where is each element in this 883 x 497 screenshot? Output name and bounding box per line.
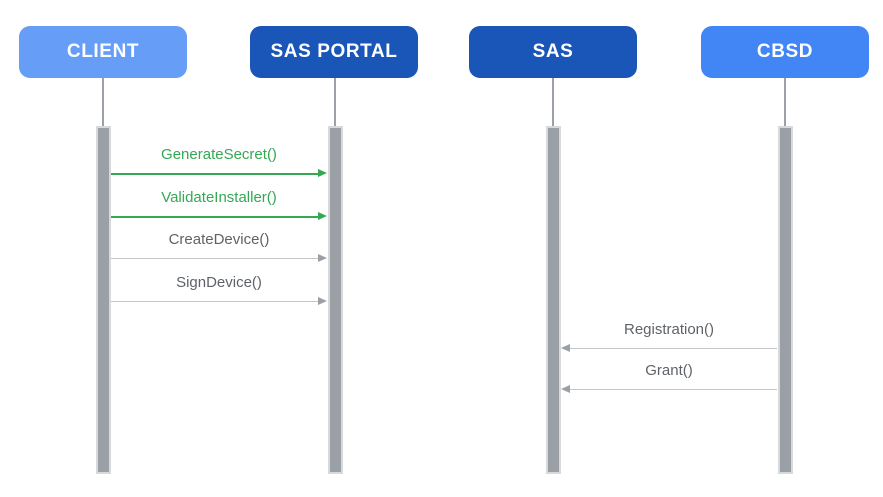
lifeline-sas: [552, 78, 554, 126]
lifeline-sas-portal: [334, 78, 336, 126]
arrow-right-icon: [111, 297, 327, 306]
actor-box-sas: SAS: [469, 26, 637, 78]
lifeline-client: [102, 78, 104, 126]
message-grant: Grant(): [561, 362, 777, 394]
message-create-device: CreateDevice(): [111, 231, 327, 263]
actor-label-cbsd: CBSD: [756, 41, 814, 62]
message-validate-installer: ValidateInstaller(): [111, 189, 327, 221]
arrow-left-icon: [561, 385, 777, 394]
message-label: Grant(): [645, 362, 693, 379]
arrow-right-icon: [111, 169, 327, 178]
activation-bar-cbsd: [777, 126, 793, 474]
actor-label-sas-portal: SAS PORTAL: [270, 41, 398, 62]
actor-label-sas: SAS: [532, 41, 574, 62]
actor-box-client: CLIENT: [19, 26, 187, 78]
message-sign-device: SignDevice(): [111, 274, 327, 306]
message-generate-secret: GenerateSecret(): [111, 146, 327, 178]
lifeline-cbsd: [784, 78, 786, 126]
message-registration: Registration(): [561, 321, 777, 353]
actor-box-cbsd: CBSD: [701, 26, 869, 78]
activation-bar-sas: [545, 126, 561, 474]
activation-bar-sas-portal: [327, 126, 343, 474]
message-label: Registration(): [623, 321, 715, 338]
actor-label-client: CLIENT: [66, 41, 140, 62]
message-label: CreateDevice(): [168, 231, 270, 248]
actor-box-sas-portal: SAS PORTAL: [250, 26, 418, 78]
activation-bar-client: [95, 126, 111, 474]
arrow-right-icon: [111, 254, 327, 263]
message-label: SignDevice(): [176, 274, 262, 291]
arrow-right-icon: [111, 212, 327, 221]
message-label: GenerateSecret(): [161, 146, 277, 163]
arrow-left-icon: [561, 344, 777, 353]
message-label: ValidateInstaller(): [161, 189, 277, 206]
